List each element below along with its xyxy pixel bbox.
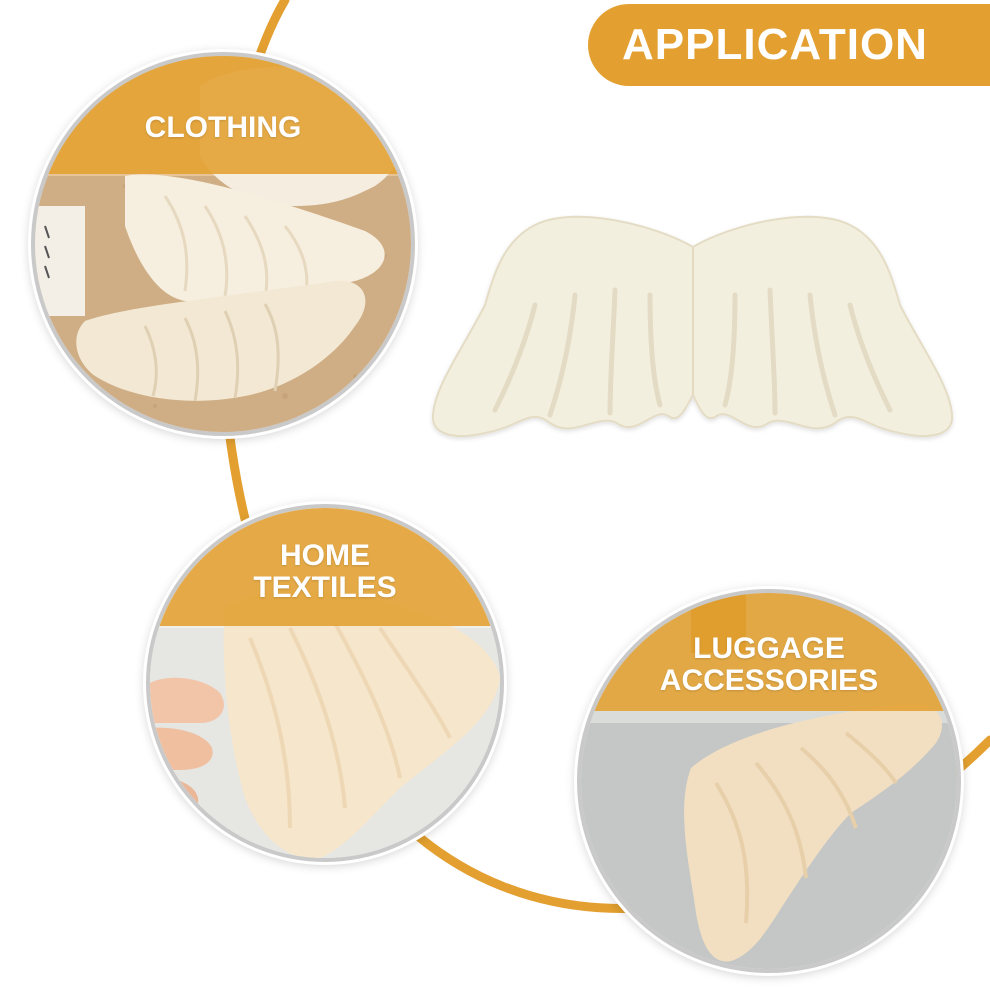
angel-wing-icon (431, 215, 954, 437)
home-textiles-photo-circle: HOME TEXTILES (150, 508, 500, 858)
luggage-label-line2: ACCESSORIES (659, 664, 879, 698)
banner-title: APPLICATION (622, 20, 928, 69)
home-textiles-label: HOME TEXTILES (150, 539, 500, 605)
clothing-label: CLOTHING (35, 111, 411, 144)
home-textiles-label-line1: HOME (280, 539, 370, 572)
luggage-accessories-photo-circle: LUGGAGE ACCESSORIES (581, 593, 957, 969)
luggage-label-line1: LUGGAGE (693, 632, 845, 665)
clothing-photo (35, 56, 411, 432)
clothing-label-text: CLOTHING (144, 111, 302, 144)
clothing-photo-circle: CLOTHING (35, 56, 411, 432)
luggage-accessories-photo (581, 593, 957, 969)
home-textiles-photo (150, 508, 500, 858)
application-banner: APPLICATION (588, 4, 990, 86)
luggage-accessories-label: LUGGAGE ACCESSORIES (581, 632, 957, 698)
home-textiles-label-line2: TEXTILES (253, 571, 397, 605)
